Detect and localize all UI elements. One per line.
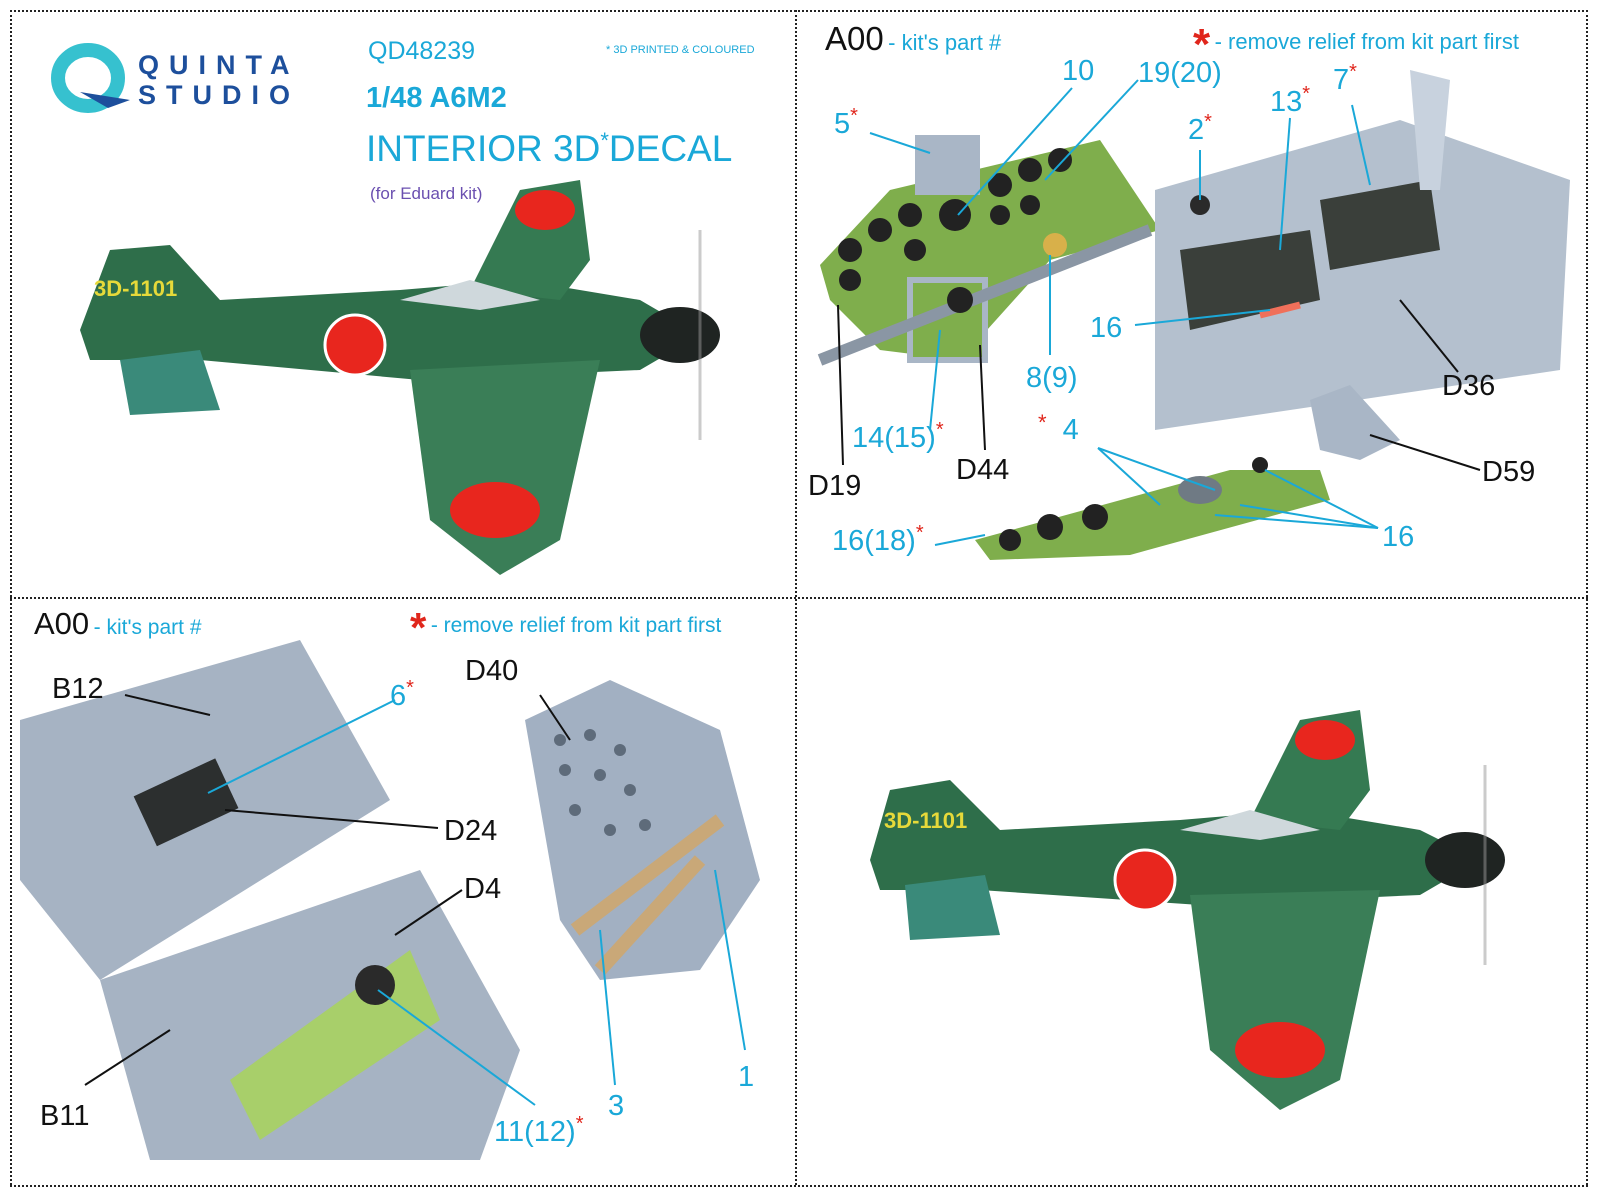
legend-top-right: A00 - kit's part # [825,20,1002,57]
label-10: 10 [1062,55,1095,87]
floor-panel-image [975,385,1400,560]
divider-horizontal [10,597,1588,599]
asterisk-icon: * [606,44,614,56]
label-13: 13* [1270,83,1311,118]
relief-legend-bottom-left: * - remove relief from kit part first [410,604,722,651]
printed-note: * 3D PRINTED & COLOURED [606,44,755,56]
label-d36: D36 [1442,370,1496,402]
leader-lines-black [84,299,1481,1086]
label-6: 6* [390,677,414,712]
aircraft-code-top: 3D-1101 [94,276,178,301]
seat-image [525,680,760,980]
scale-model-title: 1/48 A6M2 [366,82,507,114]
label-d40: D40 [465,655,519,687]
label-16-side: 16 [1090,312,1123,344]
product-title: INTERIOR 3D*DECAL [366,128,733,169]
brand-name-line1: QUINTA [138,50,300,80]
plane-image-bottom [870,710,1505,1110]
border-top [10,10,1588,12]
aircraft-code-bottom: 3D-1101 [884,808,968,833]
label-2: 2* [1188,111,1212,146]
label-7: 7* [1333,61,1357,96]
label-19-20: 19(20) [1138,57,1222,89]
label-3: 3 [608,1090,625,1122]
label-5: 5* [834,105,858,140]
label-b11: B11 [40,1100,90,1132]
legend-bottom-left: A00 - kit's part # [34,606,202,641]
brand-name-line2: STUDIO [138,80,301,110]
cockpit-sides-image [1155,70,1570,430]
label-d24: D24 [444,815,498,847]
label-14-15: 14(15)* [852,419,944,454]
kit-note: (for Eduard kit) [370,184,483,203]
border-bottom [10,1185,1588,1187]
label-d4: D4 [464,873,502,905]
product-code: QD48239 [368,37,476,65]
label-d44: D44 [956,454,1010,486]
label-16-18: 16(18)* [832,522,924,557]
label-d59: D59 [1482,456,1536,488]
leader-lines-blue [207,79,1379,1106]
label-d19: D19 [808,470,862,502]
plane-image-top [80,180,720,575]
label-11-12: 11(12)* [494,1113,584,1148]
label-4: *4 [1038,410,1079,446]
label-b12: B12 [52,673,104,705]
label-1: 1 [738,1061,755,1093]
relief-legend-top-right: * - remove relief from kit part first [1193,20,1519,69]
instrument-panel-image [817,135,1160,366]
side-wall-image [20,640,520,1160]
label-16-floor: 16 [1382,521,1415,553]
quinta-logo-icon [51,43,130,113]
label-8-9: 8(9) [1026,362,1078,394]
